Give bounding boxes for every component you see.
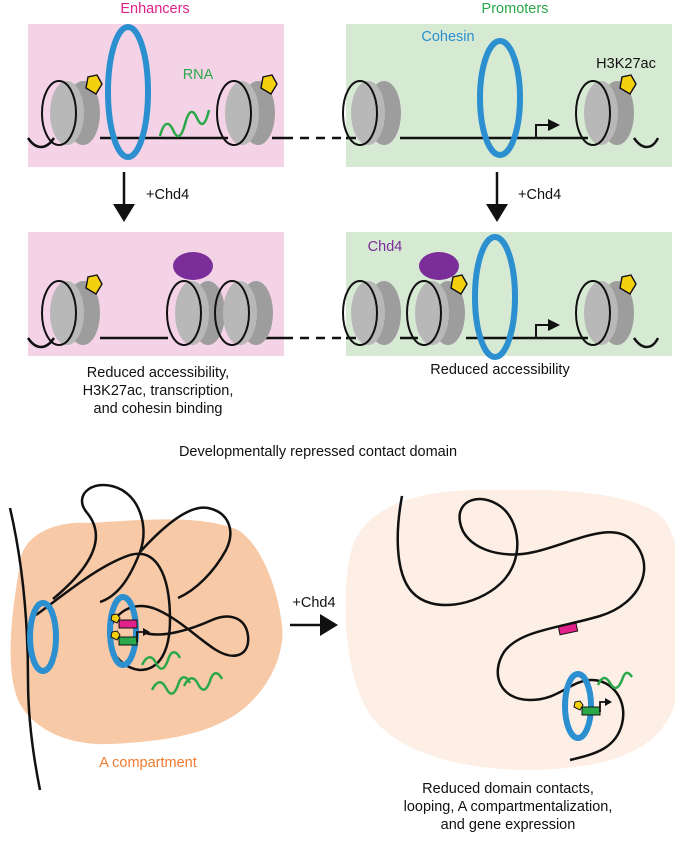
h3k27ac-mark <box>85 74 103 95</box>
rna-transcript-left-1 <box>140 651 182 670</box>
h3k27ac-mark <box>85 274 103 295</box>
right-arrowhead <box>320 614 338 636</box>
chromatin-fiber-left-1 <box>8 507 42 791</box>
nucleosome-9 <box>406 280 465 346</box>
nucleosome-1 <box>41 80 100 146</box>
chromatin-fiber-left-3 <box>52 483 145 604</box>
rna-transcript-left-3 <box>182 672 224 691</box>
reduced-domain-caption-line-1: Reduced domain contacts, <box>422 781 594 797</box>
dna-strand-enhancer-top <box>26 136 284 149</box>
reduced-domain-caption-line-2: looping, A compartmentalization, <box>404 799 613 815</box>
promoters-label: Promoters <box>482 1 549 17</box>
reduced-enhancer-caption-line-1: Reduced accessibility, <box>87 365 229 381</box>
tss-arrowhead-small <box>605 698 612 706</box>
chromatin-fiber-left-4 <box>139 506 232 600</box>
down-arrowhead-right <box>486 204 508 222</box>
nucleosome-8 <box>342 280 401 346</box>
h3k27ac-mark <box>619 74 637 95</box>
h3k27ac-mark-small <box>110 613 121 624</box>
chd4-label: Chd4 <box>368 239 403 255</box>
cohesin-ring-right <box>562 671 594 741</box>
promoter-mark-right <box>581 706 601 716</box>
h3k27ac-mark <box>619 274 637 295</box>
rna-transcript <box>158 109 211 138</box>
promoter-mark-left <box>118 636 138 646</box>
cohesin-label: Cohesin <box>421 29 474 45</box>
domain-title: Developmentally repressed contact domain <box>179 444 457 460</box>
reduced-domain-caption-line-3: and gene expression <box>441 817 576 833</box>
nucleosome-5 <box>41 280 100 346</box>
h3k27ac-mark <box>260 74 278 95</box>
h3k27ac-label: H3K27ac <box>596 56 656 72</box>
chd4-protein-enhancer <box>173 252 213 280</box>
cohesin-ring-left-b <box>107 594 139 668</box>
reduced-promoter-caption: Reduced accessibility <box>430 362 570 378</box>
reduced-enhancer-caption-line-2: H3K27ac, transcription, <box>83 383 234 399</box>
chd4-treatment-bottom: +Chd4 <box>292 595 335 611</box>
nucleosome-3 <box>342 80 401 146</box>
enhancer-mark-right <box>557 622 579 636</box>
rna-transcript-right <box>596 671 634 690</box>
dna-strand-promoter-top <box>346 136 660 149</box>
cohesin-ring-enhancer <box>105 24 151 160</box>
tss-arrowhead-small <box>143 628 150 636</box>
chd4-treatment-left: +Chd4 <box>146 187 189 203</box>
h3k27ac-mark-small <box>573 700 584 711</box>
rna-label: RNA <box>183 67 214 83</box>
tss-arrowhead <box>548 119 560 131</box>
enhancers-label: Enhancers <box>120 1 189 17</box>
cohesin-ring-promoter <box>477 38 523 158</box>
cohesin-ring-left-a <box>27 600 59 674</box>
cohesin-ring-promoter-mid <box>472 234 518 360</box>
nucleosome-10 <box>575 280 634 346</box>
reduced-enhancer-caption-line-3: and cohesin binding <box>94 401 223 417</box>
dna-strand-promoter-mid <box>346 336 660 349</box>
nucleosome-7 <box>214 280 273 346</box>
rna-transcript-left-2 <box>150 676 192 695</box>
h3k27ac-mark <box>450 274 468 295</box>
tss-arrow <box>535 324 553 338</box>
enhancer-mark-left <box>118 619 138 629</box>
h3k27ac-mark-small <box>110 630 121 641</box>
tss-arrowhead <box>548 319 560 331</box>
chd4-treatment-right: +Chd4 <box>518 187 561 203</box>
chd4-protein-promoter <box>419 252 459 280</box>
a-compartment-label: A compartment <box>99 755 197 771</box>
nucleosome-2 <box>216 80 275 146</box>
a-compartment-faint-blob <box>345 489 675 770</box>
tss-arrow <box>535 124 553 138</box>
nucleosome-4 <box>575 80 634 146</box>
down-arrowhead-left <box>113 204 135 222</box>
